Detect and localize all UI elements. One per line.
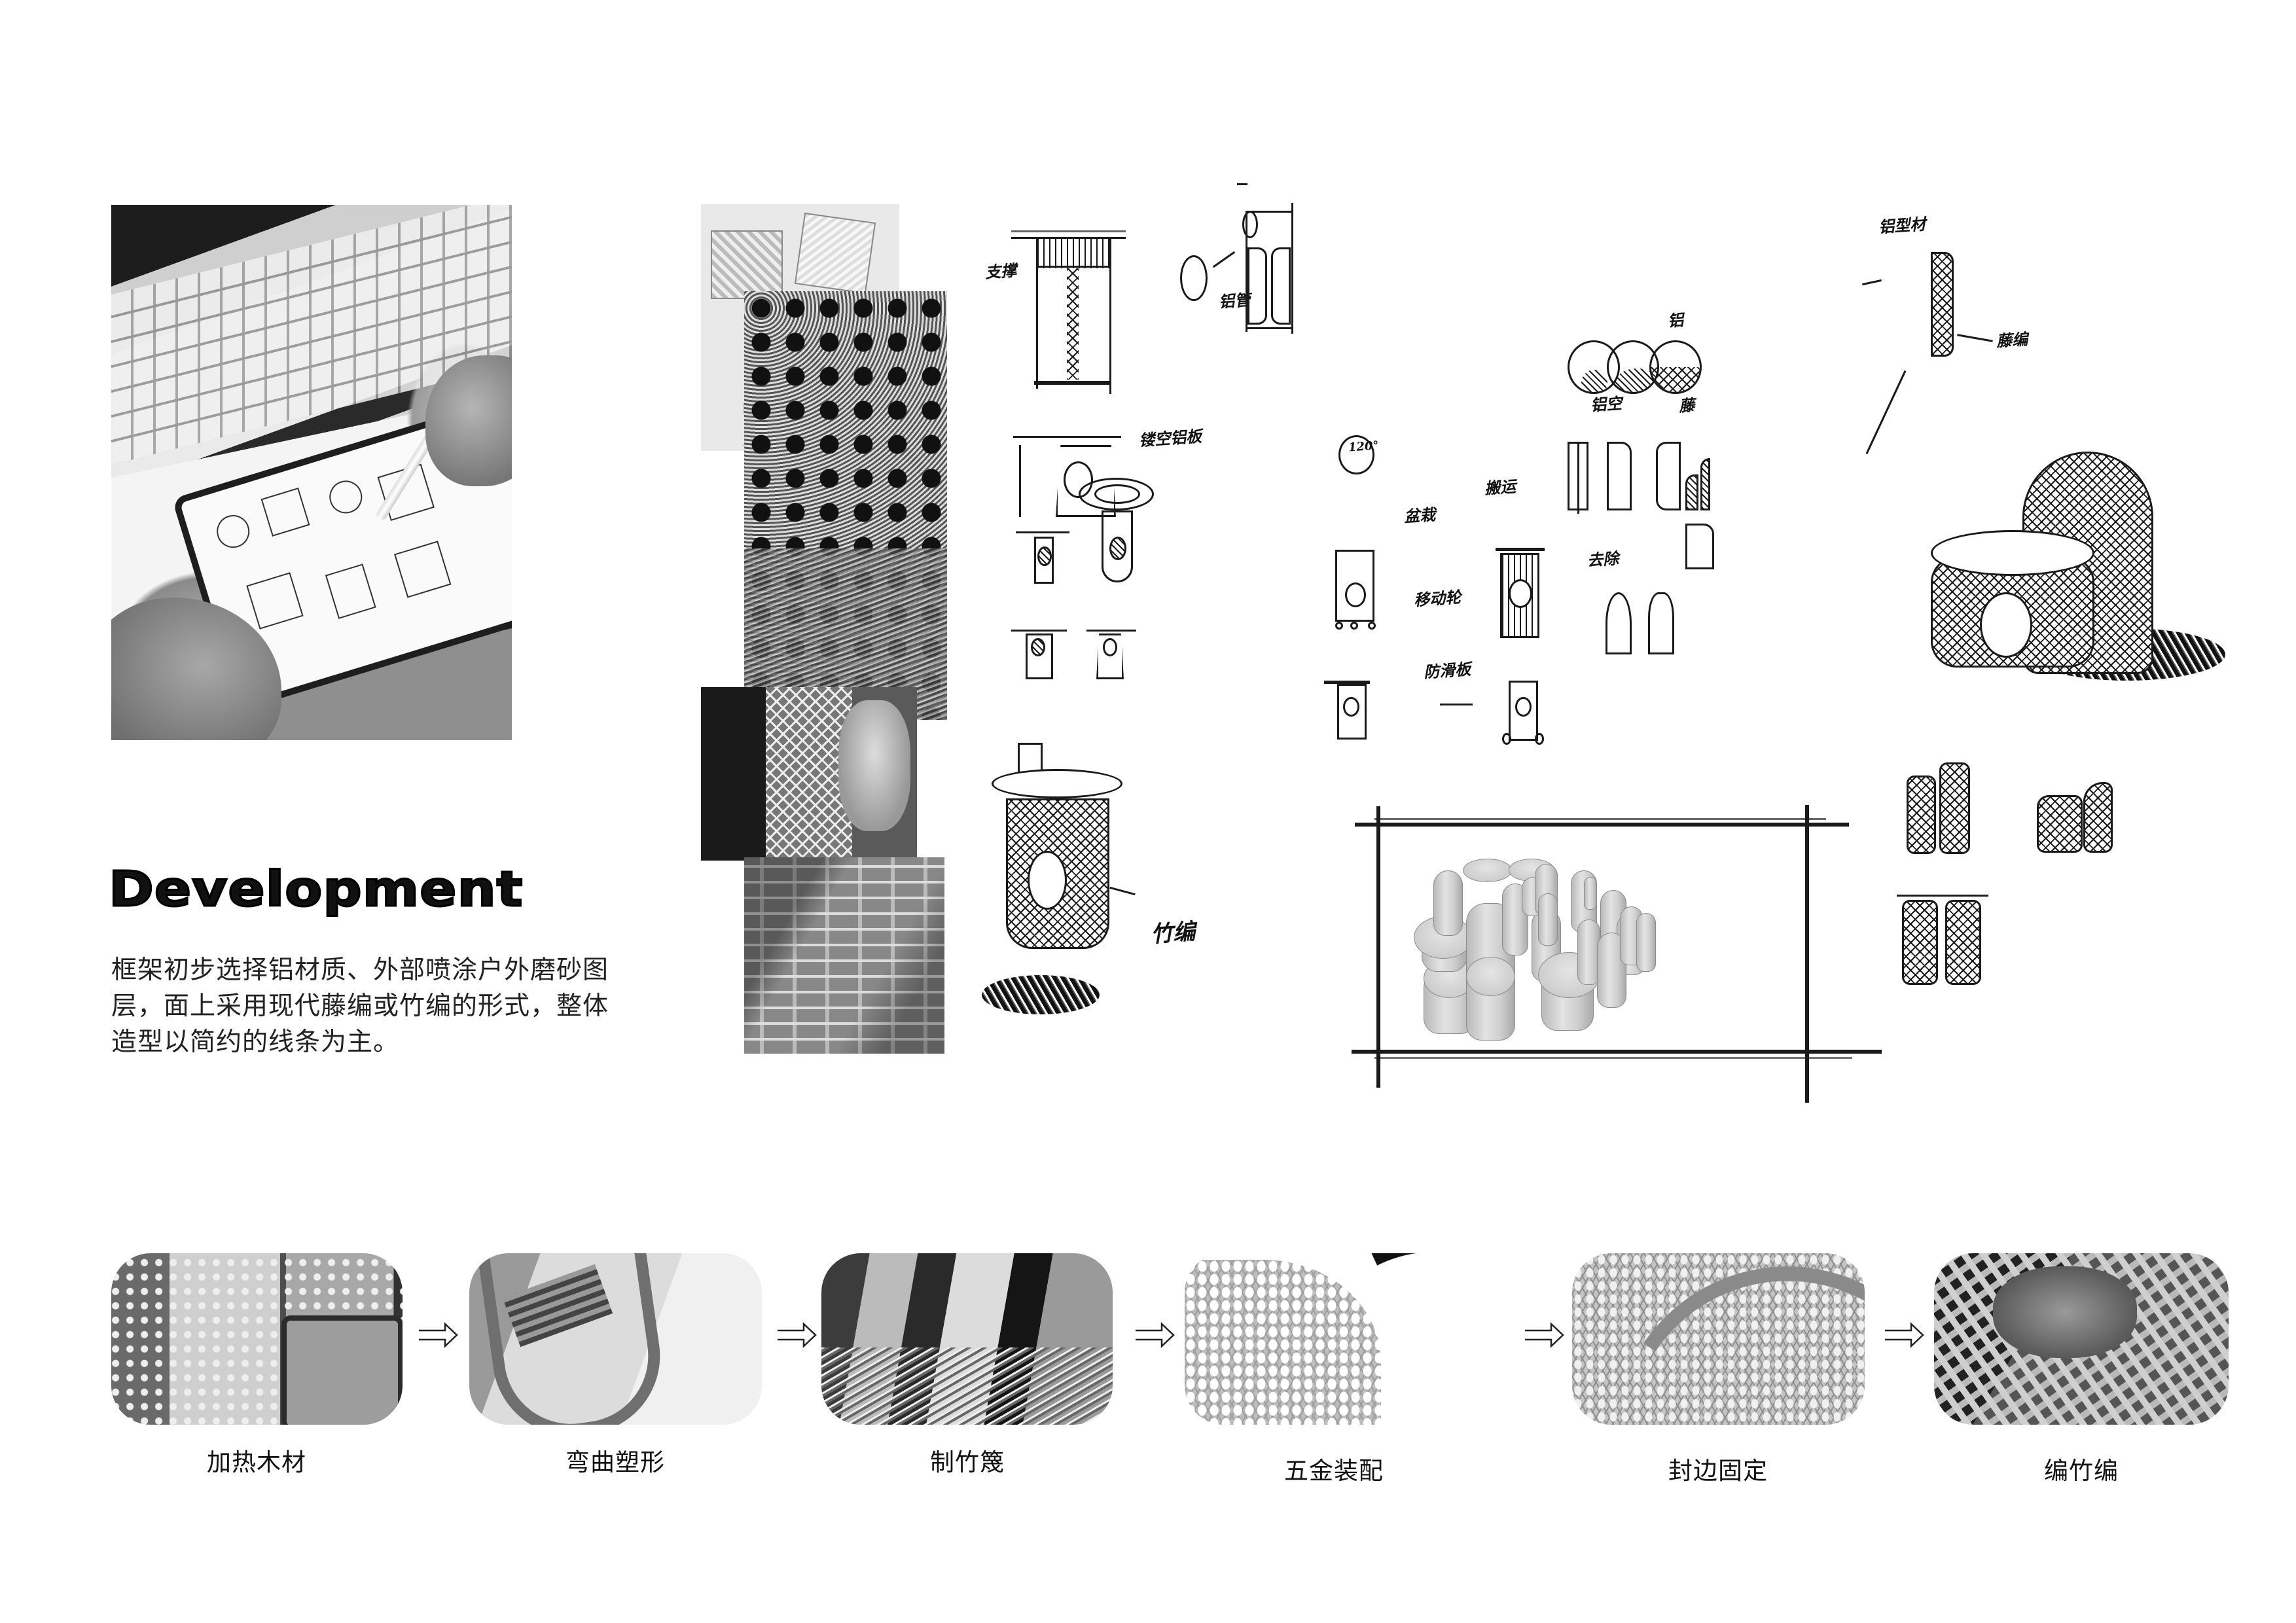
annotation-rattan-weave: 藤编 [1996,329,2029,351]
process-caption: 封边固定 [1668,1457,1768,1485]
arrow-right-icon [1885,1322,1924,1348]
process-caption: 制竹篾 [930,1448,1005,1476]
process-photo-bending [469,1253,762,1425]
annotation-bamboo-weave: 竹编 [1149,918,1196,948]
annotation-plant: 盆栽 [1403,505,1437,526]
process-photo-bamboo-weaving [1934,1253,2229,1425]
hand [425,355,512,486]
process-photo-hardware-assembly [1185,1253,1477,1425]
annotation-support: 支撑 [984,260,1018,282]
annotation-angle: 120° [1348,438,1380,455]
annotation-aluminum-profile: 铝型材 [1878,214,1927,237]
material-photo-hexagonal-weave [744,291,947,720]
arrow-right-icon [1525,1322,1564,1348]
annotation-hollow-aluminum: 铝空 [1590,393,1623,415]
process-caption: 加热木材 [207,1448,306,1476]
design-description: 框架初步选择铝材质、外部喷涂户外磨砂图层，面上采用现代藤编或竹编的形式，整体造型… [111,955,609,1057]
process-caption: 编竹编 [2044,1457,2119,1485]
annotation-mobile-wheel: 移动轮 [1413,587,1462,610]
arrow-right-icon [419,1322,458,1348]
annotation-aluminum: 铝 [1667,310,1685,330]
annotation-aluminum-tube: 铝管 [1218,290,1251,312]
material-photo-flat-weave [744,857,944,1054]
page-title: Development [107,861,524,918]
annotation-remove: 去除 [1587,548,1620,570]
process-photo-heating-wood [111,1253,403,1425]
annotation-carry: 搬运 [1484,476,1517,498]
arrow-right-icon [778,1322,817,1348]
process-caption: 五金装配 [1284,1457,1384,1485]
process-photo-edge-sealing [1572,1253,1865,1425]
arrow-right-icon [1136,1322,1175,1348]
material-photo-cane-panel [701,687,917,861]
annotation-anti-slip-board: 防滑板 [1423,659,1472,682]
process-caption: 弯曲塑形 [565,1448,665,1476]
hero-photo-tablet-sketching [111,205,512,740]
annotation-hollow-panel: 镂空铝板 [1138,426,1203,450]
annotation-rattan: 藤 [1678,395,1696,416]
process-photo-bamboo-strips [821,1253,1113,1425]
